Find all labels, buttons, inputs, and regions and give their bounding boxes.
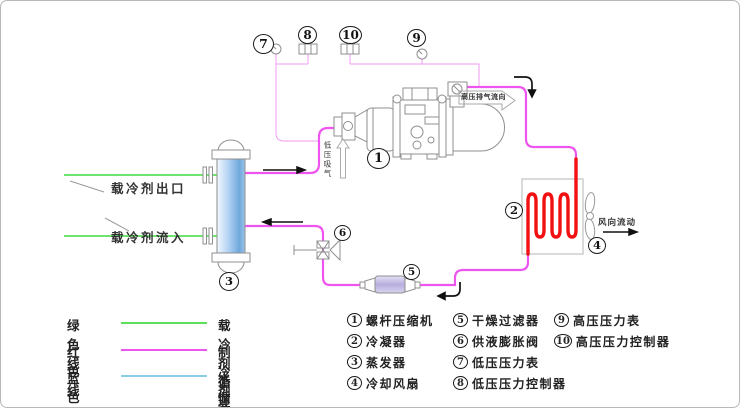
legend-red-desc: 制冷剂循环回路 xyxy=(218,345,233,407)
legend-item-lp-controller: 8 低压压力控制器 xyxy=(453,376,567,391)
callout-evaporator: 3 xyxy=(219,272,239,291)
legend-item-fan: 4 冷却风扇 xyxy=(347,376,434,391)
compressor-drawing xyxy=(333,81,505,160)
legend-num-1: 1 xyxy=(347,313,362,327)
flow-arrows xyxy=(260,76,640,301)
low-pressure-controller-icon xyxy=(298,43,318,55)
cooling-fan-icon xyxy=(584,192,596,240)
legend-label-9: 高压压力表 xyxy=(573,313,641,328)
legend-item-hp-controller: 10 高压压力控制器 xyxy=(554,334,671,349)
legend-label-10: 高压压力控制器 xyxy=(575,334,671,349)
high-pressure-discharge-label: 高压排气流向 xyxy=(461,92,506,101)
coolant-lines xyxy=(64,174,217,237)
legend-label-1: 螺杆压缩机 xyxy=(366,313,434,328)
low-pressure-suction-label: 低压吸气 xyxy=(323,141,332,179)
legend-item-lp-gauge: 7 低压压力表 xyxy=(453,355,567,370)
discharge-banner-outline xyxy=(458,90,516,111)
legend-num-4: 4 xyxy=(347,376,362,390)
legend-label-5: 干燥过滤器 xyxy=(472,313,540,328)
filter-drier-icon xyxy=(359,275,421,294)
air-flow-label: 风向流动 xyxy=(598,218,637,228)
legend-green-swatch xyxy=(121,322,207,324)
legend-blue-desc: 水循环回路 xyxy=(218,371,233,405)
discharge-line xyxy=(464,85,578,161)
legend-num-7: 7 xyxy=(453,355,468,369)
legend-item-condenser: 2 冷凝器 xyxy=(347,334,434,349)
legend-num-2: 2 xyxy=(347,334,362,348)
legend-red-name: 红色线 xyxy=(67,345,82,398)
expansion-valve-icon xyxy=(293,238,341,262)
legend-label-4: 冷却风扇 xyxy=(366,376,421,391)
high-pressure-controller-icon xyxy=(340,43,360,55)
condenser-coil xyxy=(526,157,578,256)
legend-num-10: 10 xyxy=(554,334,572,348)
legend-green-desc: 载冷剂循环回路 xyxy=(218,318,233,408)
legend-green-name: 绿色线 xyxy=(67,318,82,371)
coolant-outlet-label: 载冷剂出口 xyxy=(111,181,187,196)
legend-item-filter-drier: 5 干燥过滤器 xyxy=(453,313,567,328)
legend-label-8: 低压压力控制器 xyxy=(472,376,567,391)
liquid-line xyxy=(243,224,530,287)
legend-num-9: 9 xyxy=(554,313,569,327)
legend-item-compressor: 1 螺杆压缩机 xyxy=(347,313,434,328)
legend-num-3: 3 xyxy=(347,355,362,369)
component-legend-col-1: 1 螺杆压缩机 2 冷凝器 3 蒸发器 4 冷却风扇 xyxy=(347,313,434,391)
legend-item-hp-gauge: 9 高压压力表 xyxy=(554,313,670,328)
instrument-lines xyxy=(275,54,480,142)
legend-num-6: 6 xyxy=(453,334,468,348)
component-legend-col-3: 9 高压压力表 10 高压压力控制器 xyxy=(554,313,671,349)
legend-blue-name: 蓝色线 xyxy=(67,371,82,405)
suction-line xyxy=(243,126,337,175)
callout-lp-controller: 8 xyxy=(298,26,317,44)
legend-blue-swatch xyxy=(121,375,207,377)
suction-up-arrow-outline xyxy=(336,138,350,179)
legend-label-6: 供液膨胀阀 xyxy=(472,334,540,349)
label-leader-lines xyxy=(69,180,130,232)
callout-hp-gauge: 9 xyxy=(407,29,426,47)
callout-lp-gauge: 7 xyxy=(253,34,274,54)
legend-label-2: 冷凝器 xyxy=(366,334,407,349)
callout-compressor: 1 xyxy=(367,148,390,169)
legend-item-expansion-valve: 6 供液膨胀阀 xyxy=(453,334,567,349)
legend-label-7: 低压压力表 xyxy=(472,355,540,370)
legend-num-5: 5 xyxy=(453,313,468,327)
legend-num-8: 8 xyxy=(453,376,468,390)
refrigerant-lines xyxy=(243,85,578,287)
legend-item-evaporator: 3 蒸发器 xyxy=(347,355,434,370)
evaporator-vessel xyxy=(202,139,251,274)
callout-condenser: 2 xyxy=(505,202,523,219)
legend-red-swatch xyxy=(121,349,207,351)
callout-expansion-valve: 6 xyxy=(334,225,351,241)
callout-hp-controller: 10 xyxy=(339,26,362,44)
callout-fan: 4 xyxy=(588,237,606,254)
coolant-inlet-label: 载冷剂流入 xyxy=(111,230,187,245)
legend-label-3: 蒸发器 xyxy=(366,355,407,370)
component-legend-col-2: 5 干燥过滤器 6 供液膨胀阀 7 低压压力表 8 低压压力控制器 xyxy=(453,313,567,391)
high-pressure-gauge-icon xyxy=(416,48,428,60)
callout-filter-drier: 5 xyxy=(403,264,420,280)
